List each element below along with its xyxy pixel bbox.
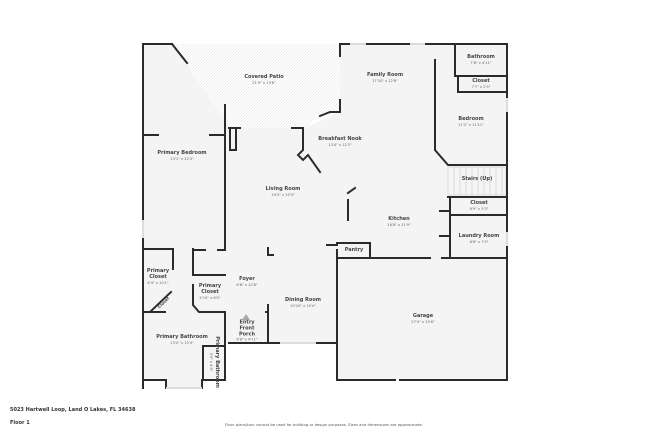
windows — [142, 43, 508, 389]
entry-arrow-icon — [242, 314, 250, 320]
floor-label: Floor 1 — [10, 420, 30, 426]
disclaimer: Floor plans/tour cannot be used for buil… — [225, 422, 423, 427]
stairs-label: Stairs (Up) — [461, 176, 493, 183]
walls — [142, 42, 508, 389]
address: 5023 Hartwell Loop, Land O Lakes, FL 346… — [10, 407, 136, 413]
floor-fill — [143, 44, 507, 388]
room-pantry: Pantry — [344, 247, 364, 254]
covered-patio-area — [172, 44, 340, 128]
stairs — [447, 166, 507, 196]
